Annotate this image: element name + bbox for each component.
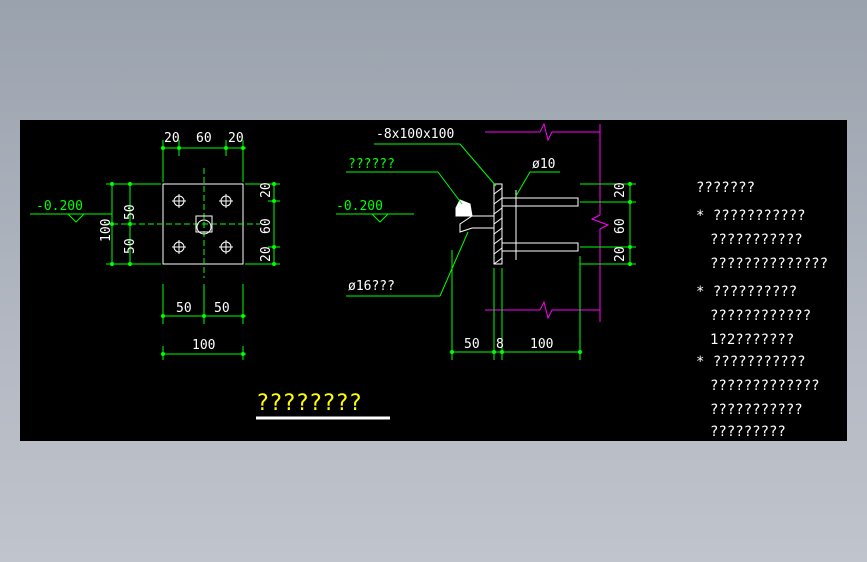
- note-line: ???????????: [710, 402, 803, 418]
- plate-spec-label: -8x100x100: [376, 127, 454, 142]
- note-line: 1?2???????: [710, 332, 794, 348]
- plan-left-dim: 50: [123, 204, 138, 220]
- section-view: [336, 122, 636, 360]
- section-bottom-dim: 8: [496, 337, 504, 352]
- plan-left-dim: 50: [123, 238, 138, 254]
- center-block: [195, 215, 213, 233]
- section-right-dim: 60: [613, 218, 628, 234]
- plan-right-dim: 60: [259, 218, 274, 234]
- plan-right-dim: 20: [259, 246, 274, 262]
- center-anchor-circle: [196, 219, 212, 235]
- section-right-dim: 20: [613, 246, 628, 262]
- weld-label: ??????: [348, 157, 395, 172]
- section-level-text: -0.200: [336, 199, 383, 214]
- note-line: ??????????????: [710, 256, 828, 272]
- drawing-title: ????????: [256, 391, 362, 416]
- bent-anchor: [459, 215, 494, 233]
- note-line: ????????????: [710, 308, 811, 324]
- bar-diameter-label: ø10: [532, 157, 555, 172]
- level-mark: [67, 213, 85, 223]
- anchor-label: ø16???: [348, 279, 395, 294]
- bolt-holes: [172, 194, 233, 254]
- cad-drawing: 20 60 20 -0.200 50 50 100 20 60 20 50 50…: [30, 122, 828, 440]
- note-line: * ??????????: [696, 284, 797, 300]
- section-right-dim: 20: [613, 182, 628, 198]
- note-line: * ???????????: [696, 354, 806, 370]
- plan-bottom-dim: 50: [214, 301, 230, 316]
- plan-bottom-dim: 50: [176, 301, 192, 316]
- section-labels: -8x100x100 ?????? -0.200 ø10 ø16??? 20 6…: [336, 127, 628, 352]
- note-line: ?????????????: [710, 378, 820, 394]
- embedded-plate-section: [493, 183, 503, 265]
- plan-bottom-total: 100: [192, 338, 215, 353]
- notes-block: ??????? * ??????????? ??????????? ??????…: [696, 180, 828, 440]
- plan-top-dim: 60: [196, 131, 212, 146]
- plate-hatch: [493, 187, 503, 265]
- note-line: * ???????????: [696, 208, 806, 224]
- plan-top-dim: 20: [228, 131, 244, 146]
- plan-left-total: 100: [99, 219, 114, 242]
- plan-top-dim: 20: [164, 131, 180, 146]
- plan-right-dim: 20: [259, 182, 274, 198]
- section-bottom-dim: 100: [530, 337, 553, 352]
- plan-level-text: -0.200: [36, 199, 83, 214]
- note-line: ???????????: [710, 232, 803, 248]
- cad-drawing-canvas: 20 60 20 -0.200 50 50 100 20 60 20 50 50…: [20, 120, 847, 441]
- notes-heading: ???????: [696, 180, 755, 196]
- plan-labels: 20 60 20 -0.200 50 50 100 20 60 20 50 50…: [36, 131, 274, 353]
- wall-outline: [485, 122, 610, 322]
- note-line: ?????????: [710, 424, 786, 440]
- section-bottom-dim: 50: [464, 337, 480, 352]
- anchor-bars: [459, 190, 579, 260]
- plan-view: [30, 140, 280, 360]
- weld-symbol: [455, 199, 473, 217]
